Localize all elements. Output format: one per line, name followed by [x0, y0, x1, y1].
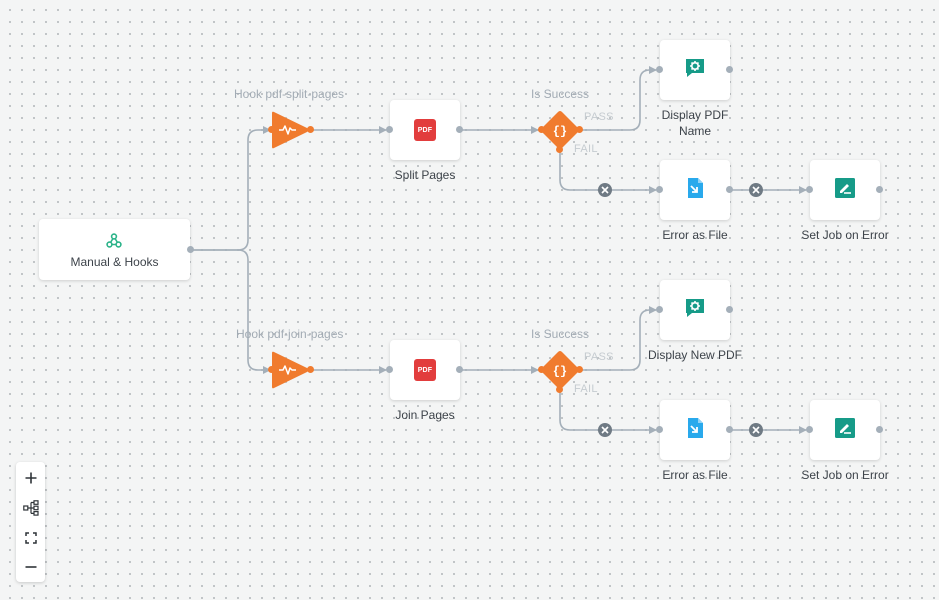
- edge-delete-x-icon[interactable]: [749, 423, 763, 437]
- task-label-display-pdf-name: Display PDF Name: [661, 108, 729, 138]
- hook-join-input-port[interactable]: [268, 366, 275, 373]
- zoom-controls: [16, 462, 45, 582]
- split-pages-input-port[interactable]: [386, 126, 393, 133]
- join-pages-input-port[interactable]: [386, 366, 393, 373]
- display-gear-icon: [683, 296, 707, 325]
- task-node-set-job-on-error-2[interactable]: [810, 400, 880, 460]
- join-pages-output-port[interactable]: [456, 366, 463, 373]
- condition-2-pass-port[interactable]: [576, 366, 583, 373]
- condition-1-fail-label: FAIL: [574, 143, 598, 155]
- condition-2-fail-port[interactable]: [556, 386, 563, 393]
- task-label-display-new-pdf: Display New PDF: [647, 348, 743, 362]
- task-label-set-job-on-error-2: Set Job on Error: [801, 468, 889, 482]
- trigger-label: Manual & Hooks: [70, 255, 159, 269]
- code-braces-icon: {}: [553, 365, 567, 379]
- hook-node-split[interactable]: [270, 111, 310, 149]
- split-pages-output-port[interactable]: [456, 126, 463, 133]
- zoom-out-button[interactable]: [16, 552, 45, 582]
- condition-2-fail-label: FAIL: [574, 383, 598, 395]
- hook-split-input-port[interactable]: [268, 126, 275, 133]
- hook-split-output-port[interactable]: [307, 126, 314, 133]
- display-gear-icon: [683, 56, 707, 85]
- task-node-error-as-file-2[interactable]: [660, 400, 730, 460]
- task-label-error-as-file-2: Error as File: [662, 468, 728, 482]
- task-node-error-as-file-1[interactable]: [660, 160, 730, 220]
- condition-node-is-success-1[interactable]: {}: [540, 110, 580, 150]
- task-node-display-pdf-name[interactable]: [660, 40, 730, 100]
- condition-node-is-success-2[interactable]: {}: [540, 350, 580, 390]
- set-job-2-input-port[interactable]: [806, 426, 813, 433]
- edge-trigger-to-hook-split: [191, 126, 271, 251]
- task-node-split-pages[interactable]: PDF: [390, 100, 460, 160]
- layout-button[interactable]: [16, 493, 45, 523]
- trigger-node-manual-hooks[interactable]: Manual & Hooks: [39, 219, 190, 280]
- pdf-icon: PDF: [414, 359, 436, 381]
- condition-1-fail-port[interactable]: [556, 146, 563, 153]
- condition-1-pass-port[interactable]: [576, 126, 583, 133]
- webhook-icon: [105, 232, 123, 255]
- condition-1-input-port[interactable]: [538, 126, 545, 133]
- condition-2-pass-label: PASS: [584, 351, 614, 363]
- minus-icon: [25, 566, 36, 568]
- hook-pulse-icon: [279, 125, 296, 135]
- code-braces-icon: {}: [553, 125, 567, 139]
- task-node-set-job-on-error-1[interactable]: [810, 160, 880, 220]
- edge-delete-x-icon[interactable]: [598, 423, 612, 437]
- edge-trigger-to-hook-join: [191, 249, 271, 374]
- hook-node-join[interactable]: [270, 351, 310, 389]
- condition-label-1: Is Success: [531, 87, 590, 101]
- set-job-1-input-port[interactable]: [806, 186, 813, 193]
- task-node-join-pages[interactable]: PDF: [390, 340, 460, 400]
- edge-delete-x-icon[interactable]: [749, 183, 763, 197]
- display-pdf-name-output-port[interactable]: [726, 66, 733, 73]
- condition-1-pass-label: PASS: [584, 111, 614, 123]
- hook-join-output-port[interactable]: [307, 366, 314, 373]
- task-label-split-pages: Split Pages: [394, 168, 456, 182]
- task-label-set-job-on-error-1: Set Job on Error: [801, 228, 889, 242]
- condition-2-input-port[interactable]: [538, 366, 545, 373]
- display-pdf-name-input-port[interactable]: [656, 66, 663, 73]
- fit-view-button[interactable]: [16, 523, 45, 553]
- hook-label-split: Hook pdf-split-pages: [234, 87, 345, 101]
- edge-delete-x-icon[interactable]: [598, 183, 612, 197]
- zoom-in-button[interactable]: [16, 463, 45, 493]
- hierarchy-icon: [22, 500, 39, 516]
- set-job-1-output-port[interactable]: [876, 186, 883, 193]
- error-file-2-output-port[interactable]: [726, 426, 733, 433]
- file-export-icon: [683, 416, 707, 445]
- error-file-2-input-port[interactable]: [656, 426, 663, 433]
- error-file-1-output-port[interactable]: [726, 186, 733, 193]
- file-export-icon: [683, 176, 707, 205]
- pdf-icon: PDF: [414, 119, 436, 141]
- hook-label-join: Hook pdf-join-pages: [236, 327, 344, 341]
- hook-pulse-icon: [279, 365, 296, 375]
- task-label-join-pages: Join Pages: [395, 408, 455, 422]
- error-file-1-input-port[interactable]: [656, 186, 663, 193]
- task-node-display-new-pdf[interactable]: [660, 280, 730, 340]
- plus-icon: [25, 472, 36, 484]
- display-new-pdf-input-port[interactable]: [656, 306, 663, 313]
- fit-view-icon: [24, 532, 37, 544]
- task-label-error-as-file-1: Error as File: [662, 228, 728, 242]
- set-job-2-output-port[interactable]: [876, 426, 883, 433]
- display-new-pdf-output-port[interactable]: [726, 306, 733, 313]
- trigger-output-port[interactable]: [187, 246, 194, 253]
- edit-icon: [833, 416, 857, 445]
- condition-label-2: Is Success: [531, 327, 590, 341]
- edit-icon: [833, 176, 857, 205]
